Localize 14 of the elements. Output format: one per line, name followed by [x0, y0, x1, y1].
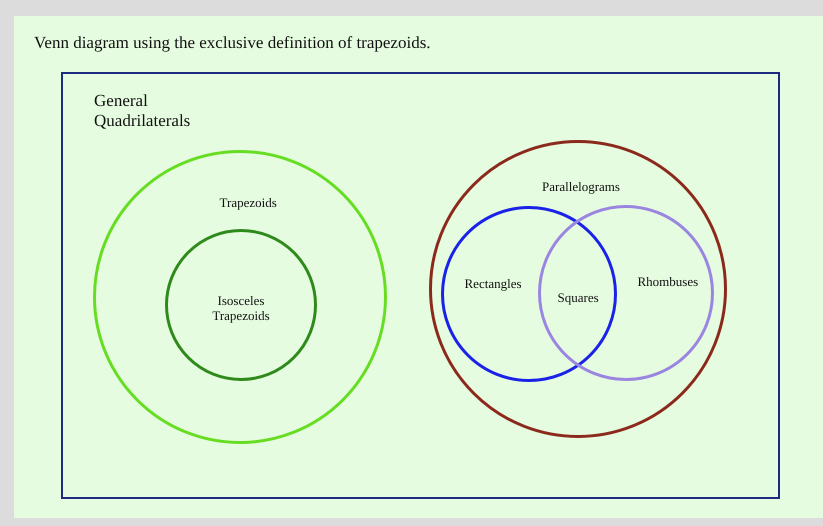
- set-label: Isosceles Trapezoids: [211, 292, 271, 324]
- set-label: Parallelograms: [542, 179, 620, 195]
- set-rectangle: [61, 72, 780, 499]
- set-label: Trapezoids: [220, 195, 277, 211]
- set-circle: [429, 140, 727, 438]
- set-label: Rectangles: [464, 276, 522, 292]
- set-circle: [165, 229, 317, 381]
- set-label: Squares: [558, 290, 599, 306]
- set-circle: [538, 205, 714, 381]
- set-label: Rhombuses: [638, 274, 698, 290]
- title: Venn diagram using the exclusive definition of trapezoids.: [34, 33, 431, 54]
- set-label: General Quadrilaterals: [94, 91, 192, 132]
- set-circle: [441, 206, 617, 382]
- set-circle: [93, 150, 387, 444]
